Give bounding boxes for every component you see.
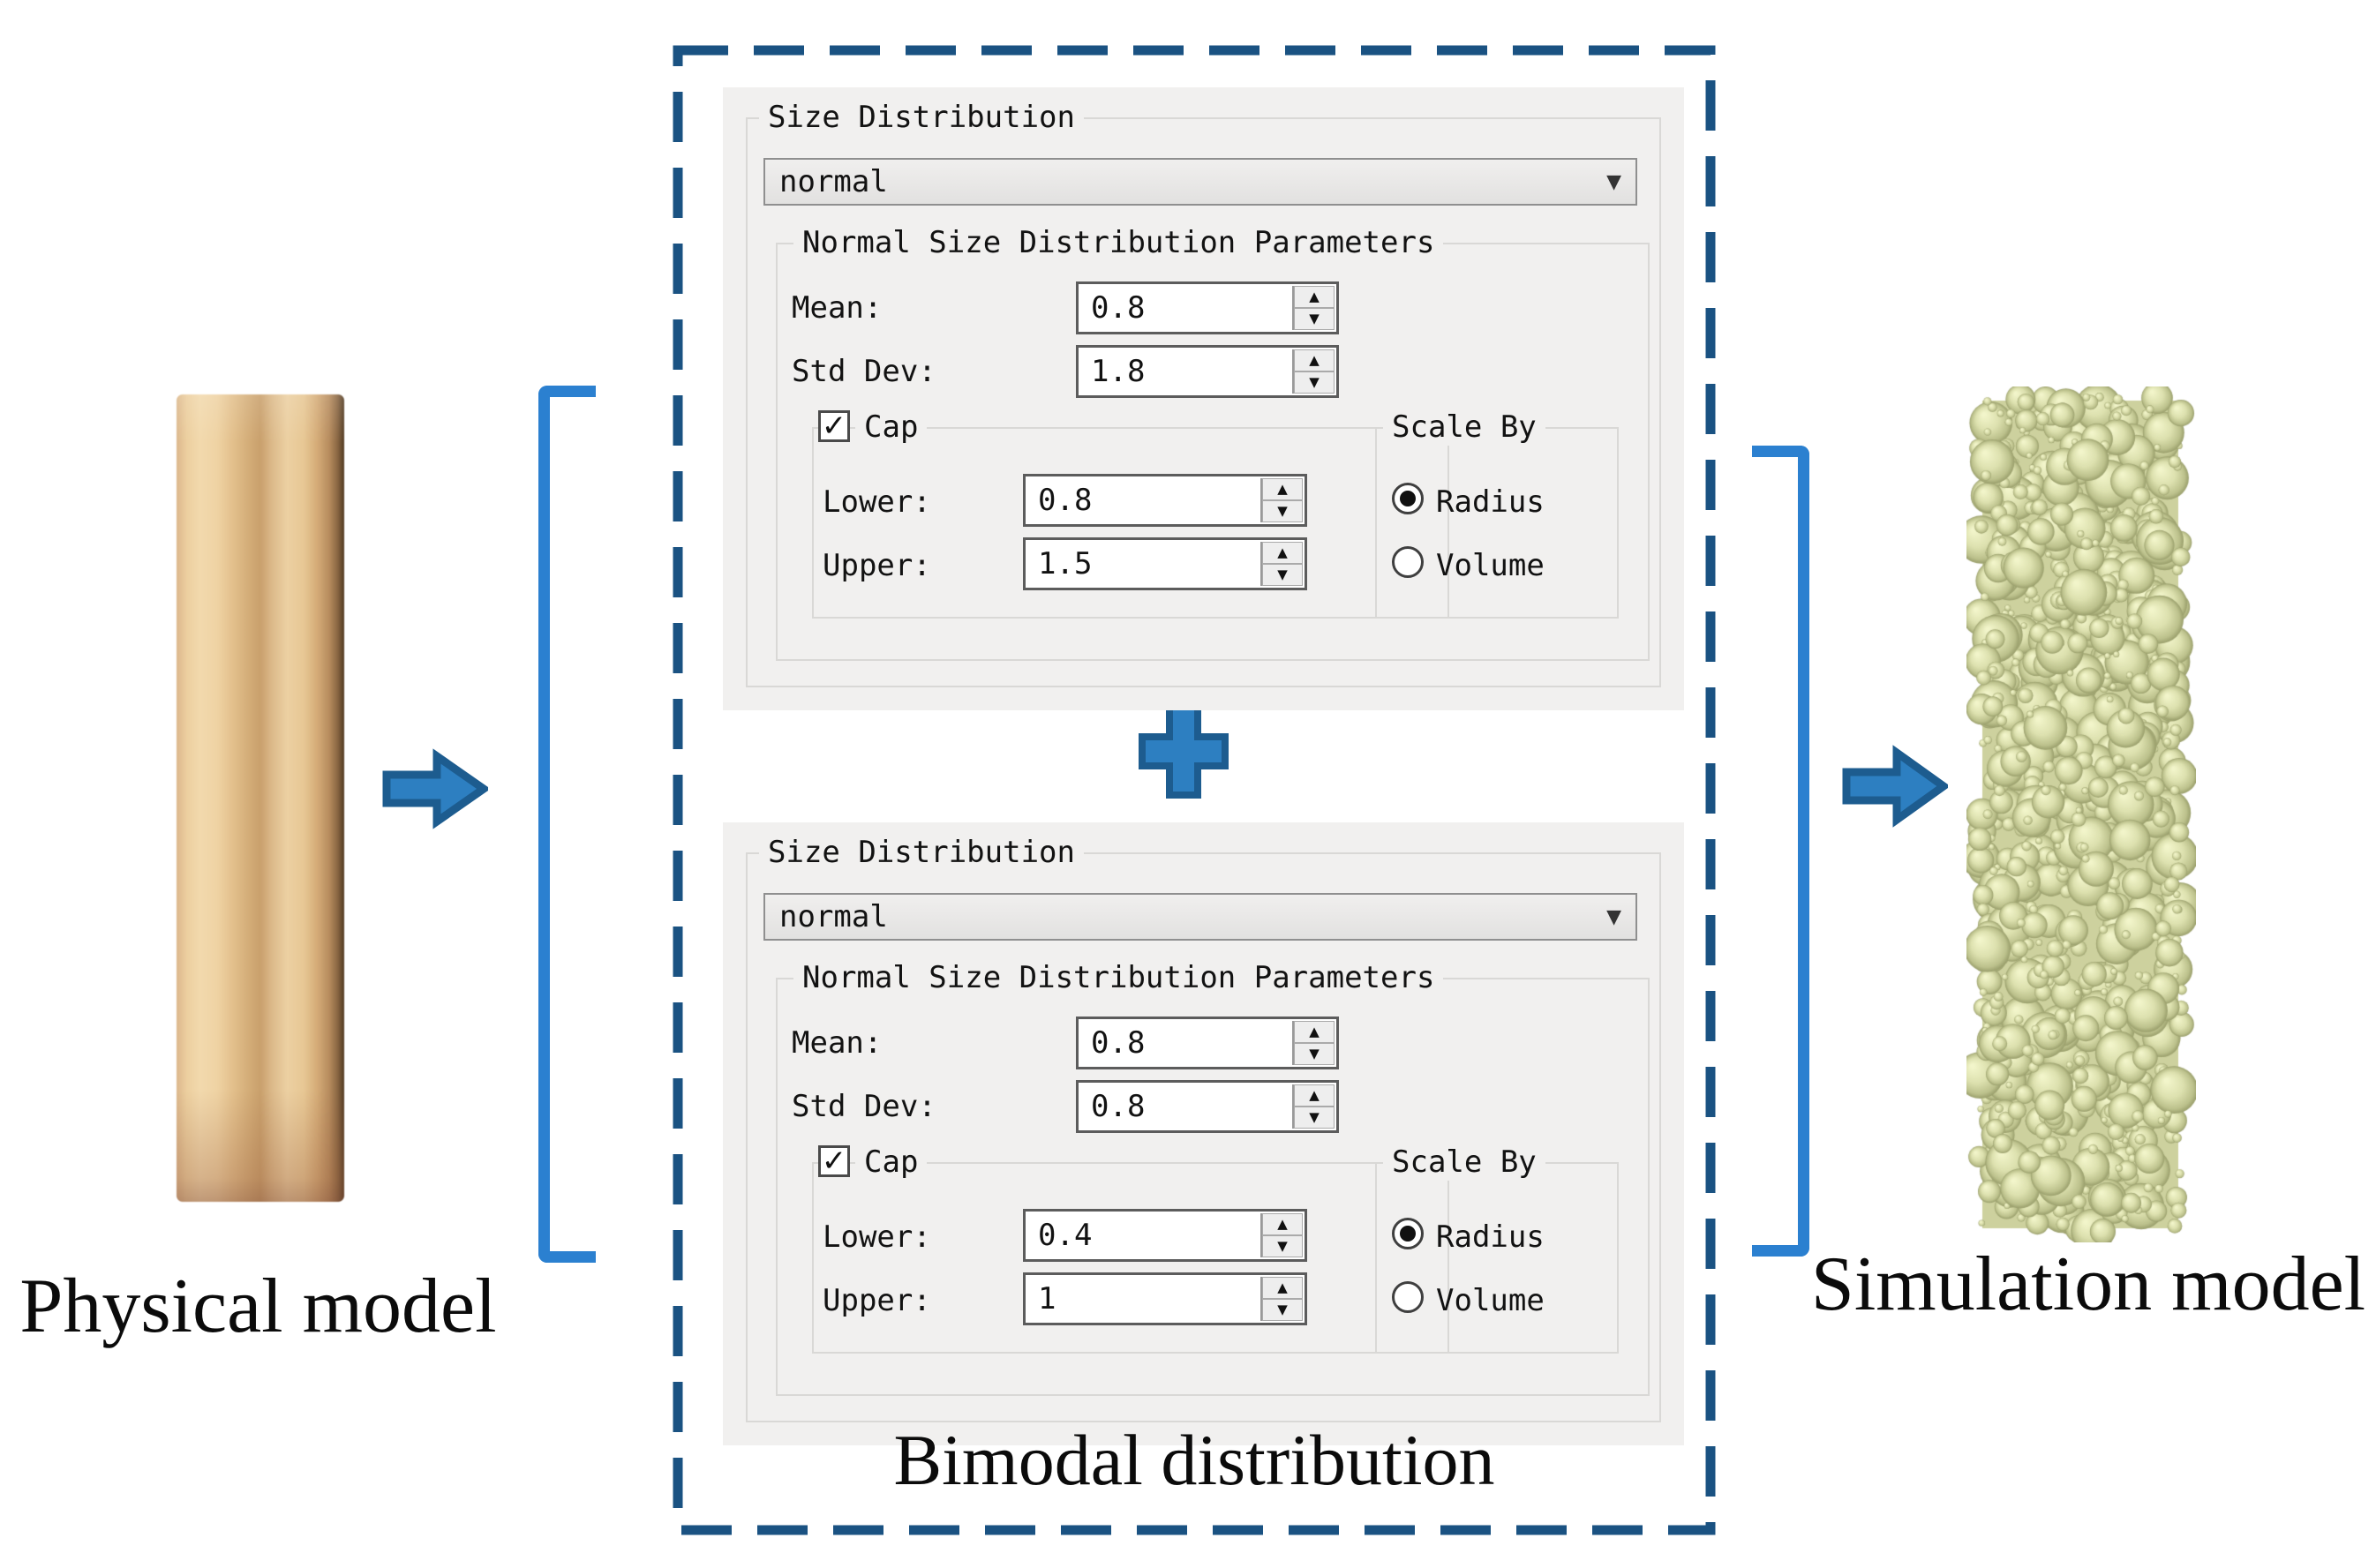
upper-value[interactable]: 1.5 bbox=[1038, 546, 1093, 581]
scale-by-groupbox bbox=[1375, 427, 1619, 619]
stddev-value[interactable]: 0.8 bbox=[1091, 1089, 1146, 1124]
chevron-down-icon: ▼ bbox=[1606, 170, 1621, 193]
mean-spinner: ▲ ▼ bbox=[1292, 286, 1335, 330]
plus-icon bbox=[1139, 703, 1229, 799]
scale-by-title: Scale By bbox=[1383, 1144, 1545, 1181]
radius-radio-label: Radius bbox=[1436, 484, 1545, 520]
check-icon: ✓ bbox=[821, 409, 847, 444]
plus-combine bbox=[1139, 703, 1229, 799]
cap-groupbox bbox=[812, 1162, 1449, 1354]
cap-groupbox bbox=[812, 427, 1449, 619]
stddev-label: Std Dev: bbox=[792, 1089, 936, 1124]
spinner-up-icon[interactable]: ▲ bbox=[1294, 286, 1335, 308]
stddev-field[interactable]: 1.8 ▲ ▼ bbox=[1076, 345, 1339, 398]
mean-field[interactable]: 0.8 ▲ ▼ bbox=[1076, 281, 1339, 334]
spinner-down-icon[interactable]: ▼ bbox=[1262, 1235, 1303, 1257]
mean-label: Mean: bbox=[792, 290, 883, 326]
spinner-up-icon[interactable]: ▲ bbox=[1262, 1213, 1303, 1235]
stddev-label: Std Dev: bbox=[792, 354, 936, 389]
physical-model-caption: Physical model bbox=[19, 1264, 497, 1349]
lower-label: Lower: bbox=[823, 1219, 931, 1255]
mean-value[interactable]: 0.8 bbox=[1091, 290, 1146, 326]
volume-radio[interactable] bbox=[1392, 546, 1424, 578]
upper-value[interactable]: 1 bbox=[1038, 1281, 1056, 1317]
normal-params-title: Normal Size Distribution Parameters bbox=[793, 959, 1444, 996]
right-bracket bbox=[1752, 446, 1809, 1257]
stddev-field[interactable]: 0.8 ▲ ▼ bbox=[1076, 1080, 1339, 1133]
size-distribution-title: Size Distribution bbox=[759, 99, 1084, 136]
size-distribution-groupbox bbox=[746, 117, 1661, 687]
simulation-render bbox=[1966, 386, 2196, 1242]
spinner-down-icon[interactable]: ▼ bbox=[1294, 371, 1335, 394]
spinner-down-icon[interactable]: ▼ bbox=[1262, 1299, 1303, 1321]
lower-field[interactable]: 0.8 ▲ ▼ bbox=[1023, 474, 1307, 527]
cap-checkbox[interactable]: ✓ bbox=[818, 1145, 850, 1177]
size-distribution-groupbox bbox=[746, 852, 1661, 1422]
distribution-dropdown-value: normal bbox=[779, 899, 888, 934]
physical-model-photo bbox=[177, 394, 344, 1202]
spinner-down-icon[interactable]: ▼ bbox=[1294, 308, 1335, 330]
cap-checkbox[interactable]: ✓ bbox=[818, 410, 850, 442]
mean-spinner: ▲ ▼ bbox=[1292, 1021, 1335, 1065]
distribution-dropdown[interactable]: normal ▼ bbox=[763, 158, 1637, 206]
check-icon: ✓ bbox=[821, 1144, 847, 1179]
mean-label: Mean: bbox=[792, 1025, 883, 1061]
distribution-dropdown[interactable]: normal ▼ bbox=[763, 893, 1637, 941]
right-arrow-icon bbox=[1842, 745, 1948, 828]
arrow-bimodal-to-simulation bbox=[1842, 745, 1948, 828]
spinner-up-icon[interactable]: ▲ bbox=[1294, 1021, 1335, 1043]
size-distribution-title: Size Distribution bbox=[759, 834, 1084, 871]
spinner-up-icon[interactable]: ▲ bbox=[1262, 1277, 1303, 1299]
spinner-up-icon[interactable]: ▲ bbox=[1262, 478, 1303, 500]
upper-field[interactable]: 1.5 ▲ ▼ bbox=[1023, 537, 1307, 590]
spinner-up-icon[interactable]: ▲ bbox=[1262, 542, 1303, 564]
spinner-up-icon[interactable]: ▲ bbox=[1294, 349, 1335, 371]
spinner-down-icon[interactable]: ▼ bbox=[1262, 500, 1303, 522]
mean-value[interactable]: 0.8 bbox=[1091, 1025, 1146, 1061]
normal-params-title: Normal Size Distribution Parameters bbox=[793, 224, 1444, 261]
lower-value[interactable]: 0.4 bbox=[1038, 1218, 1093, 1253]
lower-spinner: ▲ ▼ bbox=[1260, 478, 1303, 522]
spinner-down-icon[interactable]: ▼ bbox=[1294, 1043, 1335, 1065]
radius-radio[interactable] bbox=[1392, 1218, 1424, 1249]
lower-field[interactable]: 0.4 ▲ ▼ bbox=[1023, 1209, 1307, 1262]
right-arrow-icon bbox=[382, 748, 488, 829]
distribution-dropdown-value: normal bbox=[779, 164, 888, 199]
stddev-spinner: ▲ ▼ bbox=[1292, 1084, 1335, 1129]
lower-value[interactable]: 0.8 bbox=[1038, 483, 1093, 518]
spinner-down-icon[interactable]: ▼ bbox=[1262, 564, 1303, 586]
upper-spinner: ▲ ▼ bbox=[1260, 1277, 1303, 1321]
size-distribution-panel-2: Size Distribution normal ▼ Normal Size D… bbox=[723, 822, 1684, 1445]
cap-label: Cap bbox=[855, 409, 928, 446]
volume-radio[interactable] bbox=[1392, 1281, 1424, 1313]
volume-radio-label: Volume bbox=[1436, 1283, 1545, 1318]
scale-by-groupbox bbox=[1375, 1162, 1619, 1354]
upper-field[interactable]: 1 ▲ ▼ bbox=[1023, 1272, 1307, 1325]
radius-radio-label: Radius bbox=[1436, 1219, 1545, 1255]
size-distribution-panel-1: Size Distribution normal ▼ Normal Size D… bbox=[723, 87, 1684, 710]
scale-by-title: Scale By bbox=[1383, 409, 1545, 446]
upper-label: Upper: bbox=[823, 548, 931, 583]
arrow-physical-to-bimodal bbox=[382, 748, 488, 829]
radius-radio[interactable] bbox=[1392, 483, 1424, 514]
upper-spinner: ▲ ▼ bbox=[1260, 542, 1303, 586]
spinner-up-icon[interactable]: ▲ bbox=[1294, 1084, 1335, 1107]
lower-spinner: ▲ ▼ bbox=[1260, 1213, 1303, 1257]
bimodal-distribution-caption: Bimodal distribution bbox=[893, 1420, 1495, 1500]
lower-label: Lower: bbox=[823, 484, 931, 520]
stddev-spinner: ▲ ▼ bbox=[1292, 349, 1335, 394]
upper-label: Upper: bbox=[823, 1283, 931, 1318]
cap-label: Cap bbox=[855, 1144, 928, 1181]
simulation-model-caption: Simulation model bbox=[1810, 1242, 2366, 1327]
spinner-down-icon[interactable]: ▼ bbox=[1294, 1107, 1335, 1129]
stddev-value[interactable]: 1.8 bbox=[1091, 354, 1146, 389]
left-bracket bbox=[538, 386, 596, 1263]
chevron-down-icon: ▼ bbox=[1606, 905, 1621, 928]
volume-radio-label: Volume bbox=[1436, 548, 1545, 583]
mean-field[interactable]: 0.8 ▲ ▼ bbox=[1076, 1017, 1339, 1069]
